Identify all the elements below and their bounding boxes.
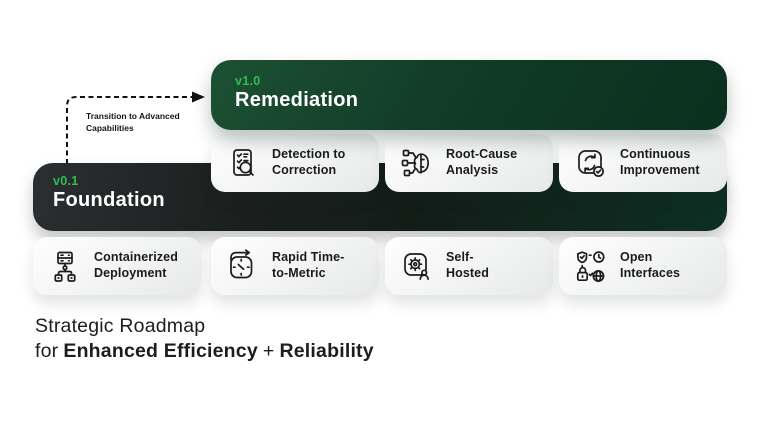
card-containerized-deployment: Containerized Deployment: [33, 237, 201, 295]
card-label-line2: Interfaces: [620, 266, 681, 280]
phase-name-foundation: Foundation: [53, 189, 165, 211]
phase-version-foundation: v0.1: [53, 174, 79, 188]
card-label-line2: Correction: [272, 163, 337, 177]
page-title-line1: Strategic Roadmap: [35, 315, 206, 337]
brain-network-icon: [400, 146, 434, 180]
card-label-line1: Root-Cause: [446, 147, 518, 162]
card-label-line1: Open: [620, 250, 653, 265]
card-label: Containerized Deployment: [94, 250, 178, 282]
card-label-line2: to-Metric: [272, 266, 326, 280]
interfaces-grid-icon: [574, 249, 608, 283]
card-label: Continuous Improvement: [620, 147, 700, 179]
title-bold-efficiency: Enhanced Efficiency: [63, 339, 258, 362]
card-label-line1: Containerized: [94, 250, 178, 265]
card-label-line2: Hosted: [446, 266, 489, 280]
card-label: Detection to Correction: [272, 147, 345, 179]
clock-arrow-icon: [226, 249, 260, 283]
title-bold-reliability: Reliability: [279, 339, 374, 362]
checklist-magnifier-icon: [226, 146, 260, 180]
card-label-line1: Detection to: [272, 147, 346, 162]
transition-label: Transition to Advanced Capabilities: [86, 110, 180, 135]
card-rapid-time-to-metric: Rapid Time- to-Metric: [211, 237, 379, 295]
phase-version-remediation: v1.0: [235, 74, 261, 88]
cycle-check-icon: [574, 146, 608, 180]
card-label-line1: Continuous: [620, 147, 691, 162]
card-root-cause-analysis: Root-Cause Analysis: [385, 134, 553, 192]
card-continuous-improvement: Continuous Improvement: [559, 134, 727, 192]
phase-name-remediation: Remediation: [235, 89, 359, 111]
page-title-line2: for Enhanced Efficiency + Reliability: [35, 339, 374, 364]
card-label: Self- Hosted: [446, 250, 489, 282]
card-detection-to-correction: Detection to Correction: [211, 134, 379, 192]
transition-label-line1: Transition to Advanced: [86, 111, 180, 121]
card-label: Open Interfaces: [620, 250, 680, 282]
card-label-line2: Deployment: [94, 266, 167, 280]
card-label-line1: Self-: [446, 250, 474, 265]
card-open-interfaces: Open Interfaces: [559, 237, 727, 295]
card-label: Root-Cause Analysis: [446, 147, 517, 179]
card-label-line2: Analysis: [446, 163, 499, 177]
transition-label-line2: Capabilities: [86, 123, 134, 134]
gear-person-icon: [400, 249, 434, 283]
page-title: Strategic Roadmap for Enhanced Efficienc…: [35, 314, 374, 364]
phase-header-remediation: v1.0 Remediation: [211, 60, 727, 130]
card-self-hosted: Self- Hosted: [385, 237, 553, 295]
card-label-line2: Improvement: [620, 163, 700, 177]
server-tree-icon: [48, 249, 82, 283]
title-plus-sign: +: [262, 339, 275, 362]
card-label-line1: Rapid Time-: [272, 250, 345, 265]
transition-arrow: [66, 91, 205, 164]
card-label: Rapid Time- to-Metric: [272, 250, 344, 282]
title-prefix: for: [35, 339, 59, 362]
